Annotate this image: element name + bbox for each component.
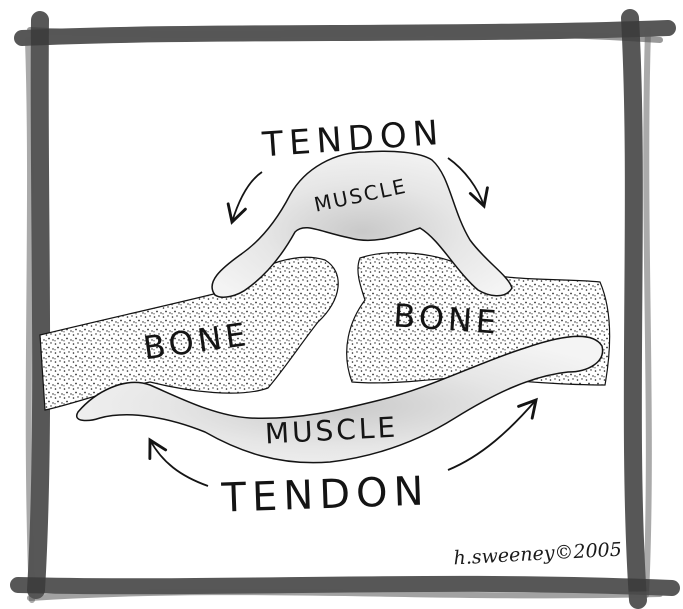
bone-right-label: BONE	[392, 296, 501, 341]
muscle-bottom-label: MUSCLE	[264, 411, 399, 451]
tendon-bottom-label: TENDON	[220, 468, 430, 521]
